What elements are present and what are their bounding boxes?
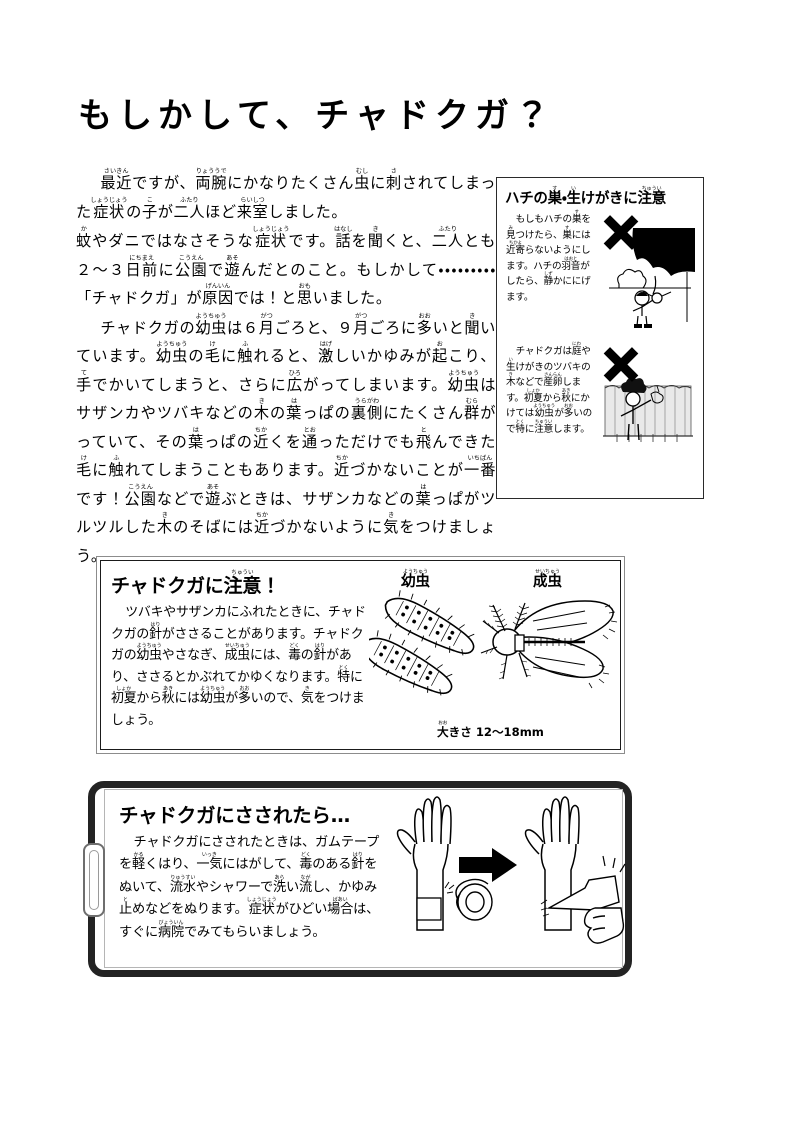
bee-nest-illustration (595, 210, 703, 328)
black-arrow-icon (459, 848, 517, 882)
x-mark-icon (603, 346, 639, 382)
bee-panel-section-1: もしもハチの巣すを見みつけたら、巣すには近寄ちかよらないようにします。ハチの羽音… (497, 210, 703, 328)
body-paragraph-2: 蚊かやダニではなさそうな症状しょうじょうです。話はなしを聞きくと、二人ふたりとも… (76, 226, 496, 307)
x-mark-icon (603, 214, 639, 250)
adult-moth (480, 600, 618, 689)
body-paragraph-1: 最近さいきんですが、両腕りょううでにかなりたくさん虫むしに刺さされてしまった症状… (76, 168, 496, 221)
treatment-panel-text: チャドクガにさされたときは、ガムテープを軽かるくはり、一気いっきにはがして、毒ど… (119, 835, 380, 940)
insect-illustration-area: 幼虫ようちゅう 成虫せいちゅう 大おおきさ 12～18mm (369, 561, 620, 749)
bee-panel-section-2: チャドクガは庭にわや生いけがきのツバキの木きなどで産卵さんらんします。初夏しょか… (497, 342, 703, 460)
tape-roll (455, 878, 493, 921)
main-body-text: 最近さいきんですが、両腕りょううでにかなりたくさん虫むしに刺さされてしまった症状… (76, 168, 496, 570)
page-title: もしかして、チャドクガ？ (78, 96, 555, 136)
bee-panel-section-2-text: チャドクガは庭にわや生いけがきのツバキの木きなどで産卵さんらんします。初夏しょか… (506, 342, 592, 435)
caution-panel-title: チャドクガに注意ちゅうい！ (111, 570, 281, 597)
caution-panel-text: ツバキやサザンカにふれたときに、チャドクガの針はりがささることがあります。チャド… (111, 605, 366, 728)
speed-marks (602, 855, 626, 873)
caterpillar-larva (384, 590, 475, 656)
chadokuga-caution-panel: チャドクガに注意ちゅうい！ ツバキやサザンカにふれたときに、チャドクガの針はりが… (96, 556, 625, 754)
sting-marks (540, 899, 550, 917)
hedge-illustration (595, 342, 703, 460)
bee-nest-warning-panel: ハチの巣す・生いけがきに注意ちゅうい もしもハチの巣すを見みつけたら、巣すには近… (496, 177, 704, 499)
larva-label: 幼虫ようちゅう (401, 569, 430, 591)
treatment-panel-title: チャドクガにさされたら… (119, 804, 351, 827)
body-paragraph-3: チャドクガの幼虫ようちゅうは６月がつごろと、９月がつごろに多おおいと聞きいていま… (76, 312, 497, 565)
treatment-illustration-area (389, 790, 626, 967)
arm-peeling-tape (524, 796, 580, 931)
treatment-panel: チャドクガにさされたら… チャドクガにさされたときは、ガムテープを軽かるくはり、… (83, 781, 632, 977)
adult-label: 成虫せいちゅう (533, 569, 562, 591)
hand-holding-tape (583, 907, 625, 944)
bee-panel-section-1-text: もしもハチの巣すを見みつけたら、巣すには近寄ちかよらないようにします。ハチの羽音… (506, 210, 591, 303)
sting-marks (444, 881, 455, 894)
bee-panel-title: ハチの巣す・生いけがきに注意ちゅうい (505, 186, 666, 208)
size-label: 大おおきさ 12～18mm (437, 721, 544, 739)
caterpillar-larva (369, 630, 453, 696)
clipboard-clip-icon (83, 843, 105, 917)
